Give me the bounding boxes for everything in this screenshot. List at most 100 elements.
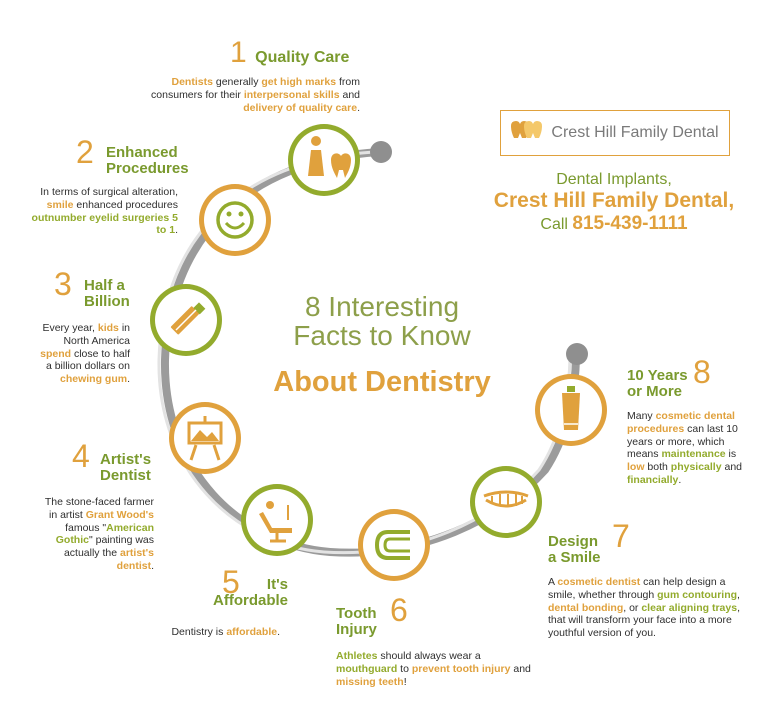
fact-4-t5: artist's dentist	[116, 547, 154, 572]
fact-4-title-a: Artist's	[100, 451, 152, 468]
fact-4-t1: Grant Wood's	[85, 508, 154, 521]
fact-5-title-b: Affordable	[213, 591, 288, 609]
fact-6-title: Tooth Injury	[336, 606, 396, 638]
fact-6-t5: and	[510, 662, 531, 675]
promo-phone: 815-439-1111	[572, 213, 688, 234]
icon-circle-2	[199, 184, 271, 256]
fact-5-t0: Dentistry is	[171, 626, 227, 638]
fact-4-number: 4	[72, 438, 90, 474]
fact-5-title: It's Affordable	[198, 577, 288, 609]
fact-7-text: A cosmetic dentist can help design a smi…	[548, 576, 740, 640]
fact-7-t0: A	[548, 576, 558, 588]
center-title-bold: About Dentistry	[273, 366, 491, 398]
fact-3-t2: in North America	[63, 322, 130, 347]
fact-1-t1: generally	[212, 76, 262, 88]
fact-4-t4: " painting was actually the	[63, 534, 154, 560]
fact-1-t3: from consumers for their	[151, 76, 360, 101]
fact-7-t1: cosmetic dentist	[557, 576, 641, 588]
fact-3-text: Every year, kids in North America spend …	[40, 322, 130, 386]
fact-6-number: 6	[390, 592, 408, 628]
fact-8-t10: .	[678, 473, 682, 486]
fact-6-t3: to	[397, 662, 412, 675]
fact-3-title-b: Billion	[84, 292, 130, 310]
fact-4-t0: The stone-faced farmer in artist	[44, 496, 154, 521]
fact-7-t4: ,	[737, 588, 740, 601]
fact-5-t1: affordable	[226, 626, 278, 638]
fact-8-title-a: 10 Years	[627, 367, 688, 384]
fact-1-t7: .	[357, 101, 360, 114]
fact-8-t6: both	[644, 461, 671, 474]
fact-8-t7: physically	[670, 461, 722, 474]
fact-2-title-b: Procedures	[106, 159, 189, 177]
fact-8-t2: can last 10 years or more, which means	[627, 422, 738, 461]
fact-5-t2: .	[277, 626, 280, 638]
fact-3-number: 3	[54, 266, 72, 302]
fact-6-t4: prevent tooth injury	[411, 662, 511, 675]
mouthguard-icon	[374, 530, 410, 560]
promo-line2: Crest Hill Family Dental,	[493, 189, 735, 212]
fact-2-t2: enhanced procedures	[73, 198, 178, 211]
fact-2-t0: In terms of surgical alteration,	[40, 186, 178, 198]
fact-3-t5: chewing gum	[59, 373, 128, 386]
dental-chair-icon	[259, 501, 292, 543]
fact-4-t2: famous "	[65, 521, 107, 534]
fact-8-t5: low	[627, 461, 645, 474]
fact-6-title-b: Injury	[336, 620, 377, 638]
dentist-tooth-icon	[308, 136, 351, 178]
fact-8-title-b: or More	[627, 382, 683, 400]
fact-2-title: Enhanced Procedures	[106, 145, 196, 177]
fact-4-text: The stone-faced farmer in artist Grant W…	[40, 496, 154, 573]
icon-circle-7	[470, 466, 542, 538]
fact-1-t2: get high marks	[261, 76, 337, 88]
center-title-line2: Facts to Know	[293, 320, 471, 352]
promo-call-line: Call 815-439-1111	[480, 213, 748, 235]
fact-7-t2: can help design a smile, whether through	[548, 576, 726, 601]
promo-line1: Dental Implants,	[556, 171, 672, 188]
fact-1-heading: 1 Quality Care	[230, 38, 360, 68]
fact-2-t3: outnumber eyelid surgeries 5 to 1	[31, 211, 178, 237]
center-title: 8 Interesting Facts to Know	[262, 292, 502, 351]
fact-4-t3: American Gothic	[55, 521, 154, 547]
center-title-line1: 8 Interesting	[304, 291, 460, 322]
fact-8-text: Many cosmetic dental procedures can last…	[627, 410, 745, 487]
fact-4-title-b: Dentist	[100, 466, 151, 484]
fact-3-t1: kids	[97, 322, 119, 334]
fact-6-title-a: Tooth	[336, 605, 377, 622]
icon-circle-6	[358, 509, 430, 581]
fact-8-t8: and	[721, 461, 742, 474]
fact-3-t6: .	[127, 373, 130, 386]
smiley-face-icon	[216, 201, 254, 239]
track-end-top	[370, 141, 392, 163]
fact-6-text: Athletes should always wear a mouthguard…	[336, 650, 536, 688]
fact-8-title: 10 Years or More	[627, 368, 707, 400]
fact-7-title-a: Design	[548, 533, 599, 550]
promo-call-label: Call	[540, 216, 568, 233]
fact-7-t5: dental bonding	[548, 601, 624, 614]
fact-3-t3: spend	[40, 347, 72, 360]
fact-5-title-a: It's	[266, 576, 288, 593]
fact-3-t0: Every year,	[42, 322, 98, 334]
fact-7-t8: , that will transform your face into a m…	[548, 601, 740, 640]
fact-2-t1: smile	[46, 198, 74, 211]
fact-1-t5: and	[339, 88, 360, 101]
chewing-gum-icon	[170, 302, 206, 335]
fact-8-t9: financially	[627, 473, 679, 486]
teeth-smile-icon	[483, 490, 529, 508]
fact-8-number: 8	[693, 354, 711, 390]
fact-1-number: 1	[230, 36, 247, 69]
fact-8-t4: is	[725, 448, 737, 461]
fact-7-title: Design a Smile	[548, 534, 618, 566]
fact-7-t7: clear aligning trays	[641, 601, 738, 614]
fact-1-t0: Dentists	[171, 76, 213, 88]
fact-2-number: 2	[76, 134, 94, 170]
fact-1-text: Dentists generally get high marks from c…	[148, 76, 360, 114]
fact-2-title-a: Enhanced	[106, 144, 178, 161]
fact-3-t4: close to half a billion dollars on	[45, 347, 130, 373]
fact-8-t3: maintenance	[661, 448, 726, 461]
promo-block: Dental Implants, Crest Hill Family Denta…	[480, 171, 748, 235]
fact-4-title: Artist's Dentist	[100, 452, 160, 484]
toothpaste-tube-icon	[562, 386, 580, 430]
fact-7-title-b: a Smile	[548, 548, 601, 566]
brand-logo-box: Crest Hill Family Dental	[500, 110, 730, 156]
